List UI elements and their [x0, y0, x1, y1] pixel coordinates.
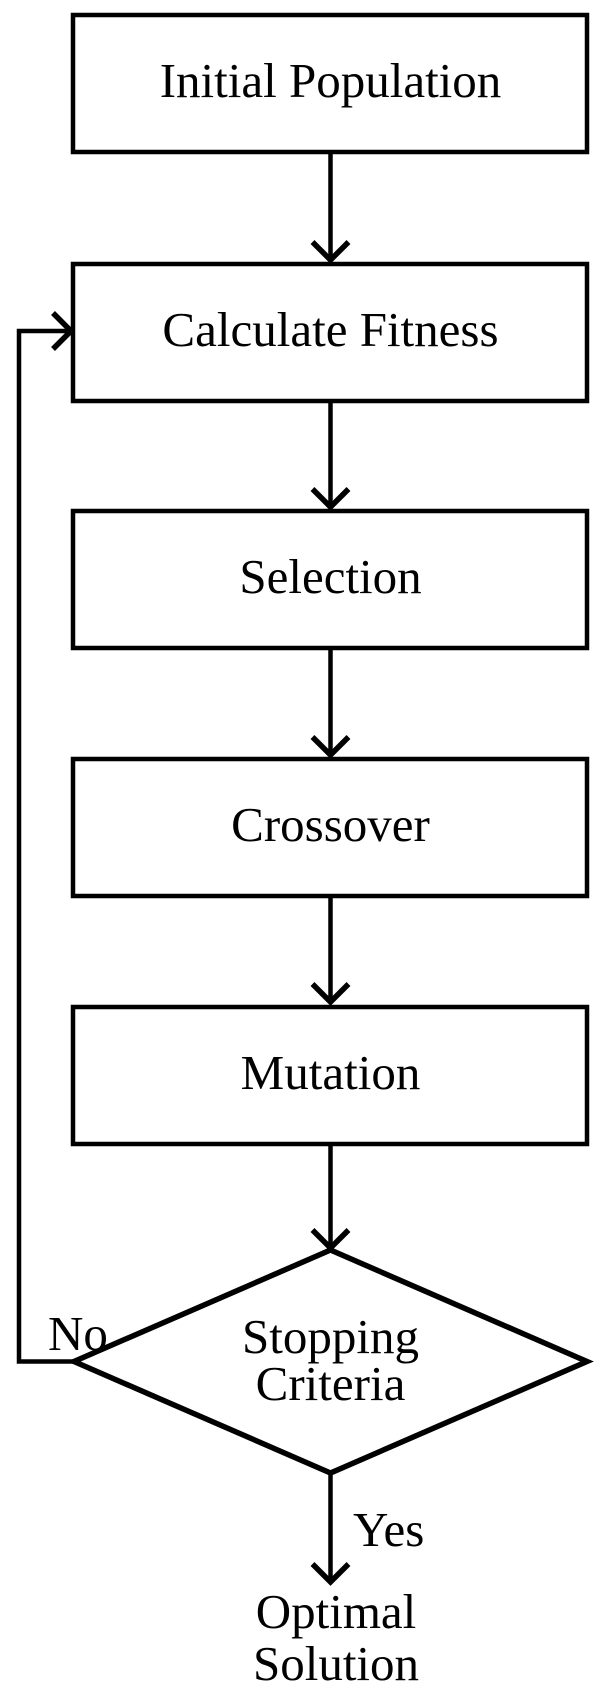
node-mutation-label: Mutation	[241, 1045, 421, 1100]
arrowhead-down-icon	[310, 1228, 351, 1252]
arrowhead-right-icon	[51, 311, 75, 351]
arrowhead-down-icon	[310, 240, 351, 264]
arrowhead-down-icon	[310, 487, 351, 511]
node-mutation	[70, 1004, 590, 1147]
node-optimal-solution-label-line1: Optimal	[256, 1584, 417, 1639]
edge-label-no: No	[48, 1306, 108, 1361]
arrowhead-down-icon	[310, 982, 351, 1006]
node-optimal-solution-label-line2: Solution	[253, 1636, 419, 1691]
node-crossover-label: Crossover	[231, 797, 430, 852]
node-selection-label: Selection	[239, 549, 421, 604]
node-stopping-criteria-label-line1: Stopping	[242, 1309, 419, 1364]
node-calculate-fitness	[70, 261, 590, 404]
edge-no-feedback-loop	[16, 328, 74, 1364]
edge-label-yes: Yes	[353, 1502, 424, 1557]
node-crossover	[70, 756, 590, 899]
node-initial-population-label: Initial Population	[160, 53, 502, 108]
node-initial-population	[70, 12, 590, 155]
node-stopping-criteria-label-line2: Criteria	[256, 1356, 406, 1411]
arrowhead-down-icon	[310, 1562, 351, 1586]
arrowhead-down-icon	[310, 735, 351, 759]
node-selection	[70, 508, 590, 651]
node-calculate-fitness-label: Calculate Fitness	[162, 302, 498, 357]
